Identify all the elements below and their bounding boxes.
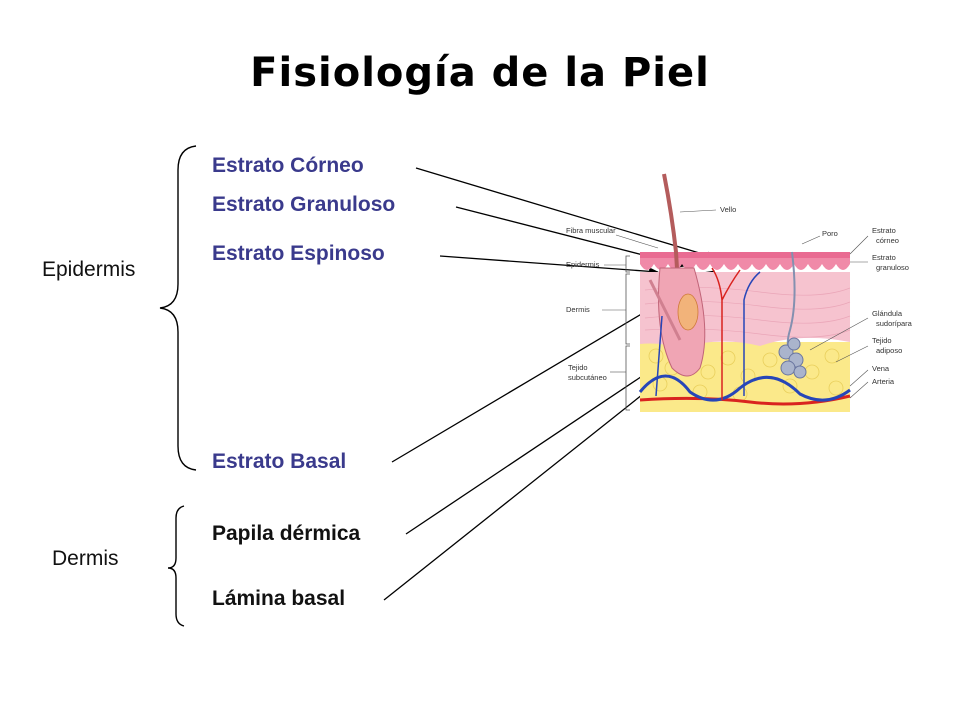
fig-bracket-dermis [625,273,630,345]
group-label-epidermis: Epidermis [42,258,136,281]
label-estrato-granuloso: Estrato Granuloso [212,193,396,216]
label-lamina-basal: Lámina basal [212,587,346,610]
sebaceous-gland [677,293,699,331]
arrector-muscle [648,279,682,341]
fig-label-epidermis: Epidermis [566,260,600,269]
label-papila-dermica: Papila dérmica [212,522,361,545]
fig-label-granuloso: granuloso [876,263,909,272]
fig-label-adiposo: adiposo [876,346,902,355]
capillary-blue-2 [655,315,663,397]
label-estrato-espinoso: Estrato Espinoso [212,242,385,265]
epidermis-brace [159,145,197,471]
sweat-gland-coil [778,337,807,379]
fig-label-sudoripara: sudorípara [876,319,913,328]
fig-bracket-epidermis [625,255,630,273]
dermis-brace [167,505,185,627]
fig-label-estrato-1: Estrato [872,226,896,235]
fig-label-arteria: Arteria [872,377,895,386]
fig-label-glandula: Glándula [872,309,903,318]
fig-label-subcutaneo: subcutáneo [568,373,607,382]
stratum-corneum [640,252,850,258]
artery [639,394,851,406]
capillary-blue [743,271,761,396]
arrow-corneo [415,167,717,260]
label-estrato-corneo: Estrato Córneo [212,154,364,177]
fig-label-corneo: córneo [876,236,899,245]
fig-label-dermis: Dermis [566,305,590,314]
fig-bracket-subcutaneous [625,345,630,411]
hair-shaft [662,173,684,353]
fig-label-tejido: Tejido [568,363,588,372]
vein [638,374,851,402]
group-label-dermis: Dermis [52,547,119,570]
fig-label-poro: Poro [822,229,838,238]
label-estrato-basal: Estrato Basal [212,450,347,473]
arrow-espinoso [439,255,659,276]
page-title: Fisiología de la Piel [250,50,710,96]
fig-label-vello: Vello [720,205,736,214]
fig-label-vena: Vena [872,364,890,373]
fig-leaders [602,209,869,399]
capillary-red [711,267,741,400]
fig-label-tejido-adiposo: Tejido [872,336,892,345]
fig-label-estrato-2: Estrato [872,253,896,262]
fig-label-fibra: Fibra muscular [566,226,616,235]
